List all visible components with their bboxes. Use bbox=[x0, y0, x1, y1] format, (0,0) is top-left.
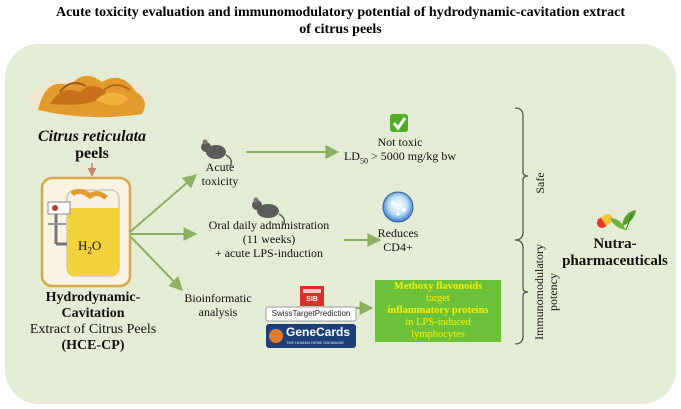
cd4-line: CD4+ bbox=[383, 240, 413, 254]
extract-name-line-1: Hydrodynamic- bbox=[45, 290, 141, 305]
sib-logo bbox=[300, 286, 324, 306]
title-line-1: Acute toxicity evaluation and immunomodu… bbox=[55, 5, 626, 20]
flavonoids-highlight-box bbox=[375, 280, 501, 342]
capsule-leaf-icon bbox=[596, 210, 636, 231]
hydrodynamic-cavitation-reactor bbox=[40, 176, 132, 288]
nutrapharmaceuticals-label: Nutra- pharmaceuticals bbox=[556, 236, 674, 270]
flavonoids-line-1: Methoxy flavonoids bbox=[393, 281, 483, 292]
reduces-line: Reduces bbox=[377, 226, 419, 240]
genecards-subtext: THE HUMAN GENE DATABASE bbox=[286, 340, 345, 345]
ld-prefix: LD bbox=[343, 149, 360, 163]
lymphocyte-cell-icon bbox=[382, 191, 414, 223]
check-icon bbox=[390, 114, 408, 132]
swisstargetprediction-text: SwissTargetPrediction bbox=[271, 309, 351, 318]
flavonoids-line-3: inflammatory proteins bbox=[387, 305, 489, 316]
nutra-line-1: Nutra- bbox=[593, 236, 637, 252]
bioinformatic-line-1: Bioinformatic bbox=[184, 291, 252, 305]
genecards-text: GeneCards bbox=[286, 325, 351, 339]
title-line-2: of citrus peels bbox=[299, 22, 382, 37]
flavonoids-result: Methoxy flavonoids target inflammatory p… bbox=[375, 281, 501, 341]
extract-name-line-2: Cavitation bbox=[61, 306, 125, 321]
bioinformatic-analysis-label: Bioinformatic analysis bbox=[178, 291, 258, 319]
oral-line-2: (11 weeks) bbox=[242, 232, 296, 246]
oral-line-3: + acute LPS-induction bbox=[214, 246, 324, 260]
flavonoids-line-2: target bbox=[426, 293, 450, 304]
flavonoids-line-5: lymphocytes bbox=[411, 329, 465, 340]
extract-abbreviation: (HCE-CP) bbox=[61, 338, 125, 353]
ld-subscript: 50 bbox=[359, 156, 368, 166]
nutra-line-2: pharmaceuticals bbox=[562, 253, 668, 269]
reduces-cd4-result: Reduces CD4+ bbox=[370, 226, 426, 254]
acute-toxicity-line-2: toxicity bbox=[201, 174, 239, 188]
acute-toxicity-label: Acute toxicity bbox=[188, 160, 252, 188]
ld-value: > 5000 mg/kg bw bbox=[367, 149, 457, 163]
swisstargetprediction-logo bbox=[265, 306, 357, 322]
immunomodulatory-bracket bbox=[514, 239, 529, 345]
species-label: Citrus reticulata bbox=[37, 128, 147, 145]
safe-label: Safe bbox=[533, 172, 547, 194]
extract-name-line-3: Extract of Citrus Peels bbox=[29, 322, 157, 337]
peels-label: peels bbox=[75, 145, 109, 162]
ld50-line: LD50 > 5000 mg/kg bw bbox=[330, 149, 470, 168]
bioinformatic-line-2: analysis bbox=[198, 305, 238, 319]
acute-toxicity-line-1: Acute bbox=[205, 160, 235, 174]
genecards-logo bbox=[266, 324, 356, 348]
genecards-emblem bbox=[269, 329, 283, 343]
rat-icon-acute bbox=[201, 139, 233, 167]
reactor-water-label: H2O bbox=[78, 238, 102, 256]
rat-icon-oral bbox=[252, 197, 286, 226]
oral-administration-label: Oral daily administration (11 weeks) + a… bbox=[196, 218, 342, 260]
immunomodulatory-line-1: Immunomodulatory bbox=[532, 244, 546, 340]
extract-label: Hydrodynamic- Cavitation Extract of Citr… bbox=[10, 290, 176, 354]
not-toxic-result: Not toxic LD50 > 5000 mg/kg bw bbox=[330, 135, 470, 168]
not-toxic-line: Not toxic bbox=[377, 135, 423, 149]
sib-logo-text: SIB bbox=[306, 296, 318, 303]
oral-line-1: Oral daily administration bbox=[208, 218, 330, 232]
citrus-peels-image bbox=[30, 75, 150, 118]
figure-title: Acute toxicity evaluation and immunomodu… bbox=[0, 4, 681, 38]
flavonoids-line-4: in LPS-induced bbox=[405, 317, 471, 328]
safe-bracket bbox=[514, 107, 529, 241]
